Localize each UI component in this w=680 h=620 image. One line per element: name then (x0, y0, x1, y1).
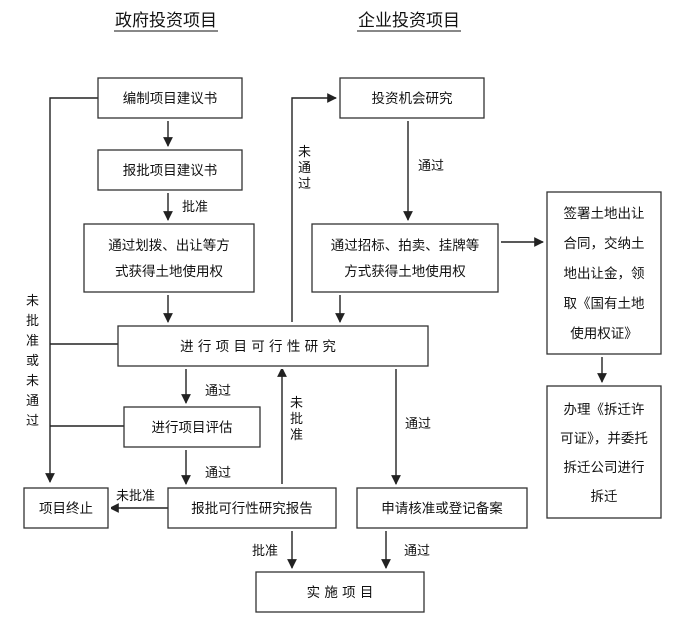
svg-text:进行项目评估: 进行项目评估 (152, 420, 233, 436)
label-pizhun-1: 批准 (182, 200, 208, 215)
svg-text:通: 通 (26, 394, 39, 409)
connectors (45, 93, 607, 569)
svg-text:办理《拆迁许: 办理《拆迁许 (564, 402, 645, 418)
svg-text:通: 通 (298, 161, 311, 176)
svg-text:报批可行性研究报告: 报批可行性研究报告 (191, 501, 313, 517)
svg-text:未: 未 (298, 145, 311, 160)
svg-text:取《国有土地: 取《国有土地 (564, 296, 645, 312)
box-zhaobiao-tudi: 通过招标、拍卖、挂牌等 方式获得土地使用权 (311, 223, 501, 295)
svg-text:进 行 项 目 可 行 性 研 究: 进 行 项 目 可 行 性 研 究 (180, 339, 336, 355)
svg-text:项目终止: 项目终止 (39, 501, 93, 517)
box-bianzhi-jianyishu: 编制项目建议书 (97, 77, 245, 121)
label-tongguo-2: 通过 (205, 384, 231, 399)
label-tongguo-1: 通过 (418, 159, 444, 174)
svg-text:报批项目建议书: 报批项目建议书 (123, 163, 218, 179)
svg-text:政府投资项目: 政府投资项目 (115, 11, 217, 31)
svg-text:实 施 项 目: 实 施 项 目 (307, 585, 374, 601)
svg-text:过: 过 (26, 414, 39, 429)
box-qianshu-churang: 签署土地出让 合同，交纳土 地出让金，领 取《国有土地 使用权证》 (546, 191, 664, 357)
label-tongguo-4: 通过 (405, 417, 431, 432)
svg-text:投资机会研究: 投资机会研究 (372, 91, 453, 107)
svg-text:式获得土地使用权: 式获得土地使用权 (115, 263, 223, 280)
svg-text:过: 过 (298, 177, 311, 192)
svg-text:可证》，并委托: 可证》，并委托 (560, 431, 648, 447)
box-kexing-yanjiu: 进 行 项 目 可 行 性 研 究 (117, 325, 431, 369)
label-weipizhun-horizontal: 未批准 (116, 489, 155, 504)
svg-text:拆迁: 拆迁 (591, 489, 619, 505)
box-chaiqian: 办理《拆迁许 可证》，并委托 拆迁公司进行 拆迁 (546, 385, 664, 521)
box-baopi-jianyishu: 报批项目建议书 (97, 149, 245, 193)
label-weipizhun-huo-weitongguo: 未 批 准 或 未 通 过 (26, 294, 39, 429)
label-weitongguo-vertical: 未 通 过 (298, 145, 311, 192)
box-shishi-xiangmu: 实 施 项 目 (255, 571, 427, 615)
svg-text:或: 或 (26, 354, 39, 369)
label-pizhun-2: 批准 (252, 544, 278, 559)
svg-text:批: 批 (290, 412, 303, 427)
svg-text:未: 未 (26, 374, 39, 389)
box-touzi-jihui: 投资机会研究 (339, 77, 487, 121)
box-huabo-tudi: 通过划拨、出让等方 式获得土地使用权 (83, 223, 257, 295)
svg-text:签署土地出让: 签署土地出让 (564, 205, 645, 222)
svg-text:合同，交纳土: 合同，交纳土 (564, 235, 645, 252)
svg-text:拆迁公司进行: 拆迁公司进行 (564, 460, 645, 476)
box-baopi-kexing: 报批可行性研究报告 (167, 487, 339, 531)
svg-text:企业投资项目: 企业投资项目 (358, 11, 460, 31)
svg-text:未: 未 (26, 294, 39, 309)
svg-text:批: 批 (26, 314, 39, 329)
svg-text:方式获得土地使用权: 方式获得土地使用权 (344, 263, 466, 280)
svg-text:使用权证》: 使用权证》 (570, 325, 638, 342)
svg-text:申请核准或登记备案: 申请核准或登记备案 (381, 500, 503, 517)
svg-text:通过招标、拍卖、挂牌等: 通过招标、拍卖、挂牌等 (331, 237, 480, 254)
header-enterprise: 企业投资项目 (357, 11, 461, 32)
box-xiangmu-zhongzhi: 项目终止 (23, 487, 111, 531)
svg-text:未: 未 (290, 396, 303, 411)
box-hezhun-beian: 申请核准或登记备案 (356, 487, 530, 531)
svg-text:准: 准 (26, 334, 39, 349)
box-xiangmu-pinggu: 进行项目评估 (123, 406, 263, 450)
svg-text:地出让金，领: 地出让金，领 (564, 266, 645, 282)
label-weipizhun-vertical: 未 批 准 (290, 396, 303, 443)
svg-text:编制项目建议书: 编制项目建议书 (123, 91, 218, 107)
label-tongguo-5: 通过 (404, 544, 430, 559)
header-government: 政府投资项目 (114, 11, 218, 32)
svg-text:通过划拨、出让等方: 通过划拨、出让等方 (108, 237, 230, 254)
label-tongguo-3: 通过 (205, 466, 231, 481)
svg-text:准: 准 (290, 428, 303, 443)
